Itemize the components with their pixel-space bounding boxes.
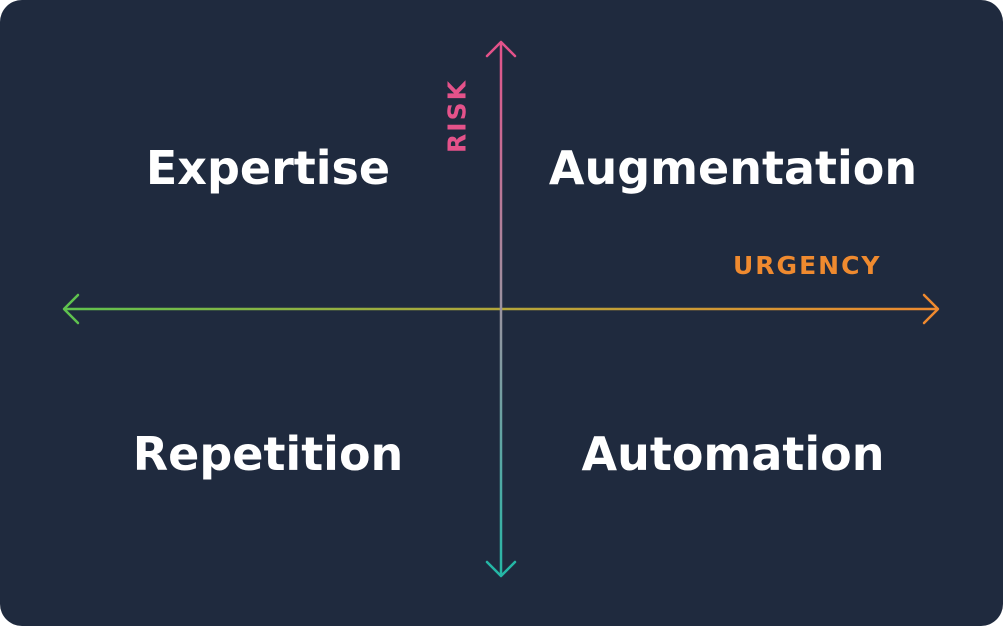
up-arrowhead	[485, 40, 517, 58]
right-arrowhead	[922, 293, 940, 325]
urgency-axis-label: URGENCY	[733, 251, 882, 280]
risk-axis-label: RISK	[442, 79, 472, 153]
quadrant-automation: Automation	[581, 427, 885, 481]
quadrant-repetition: Repetition	[132, 427, 404, 481]
vertical-axis	[485, 40, 517, 578]
quadrant-augmentation: Augmentation	[548, 141, 918, 195]
down-arrowhead	[485, 560, 517, 578]
left-arrowhead	[62, 293, 80, 325]
quadrant-expertise: Expertise	[145, 141, 391, 195]
